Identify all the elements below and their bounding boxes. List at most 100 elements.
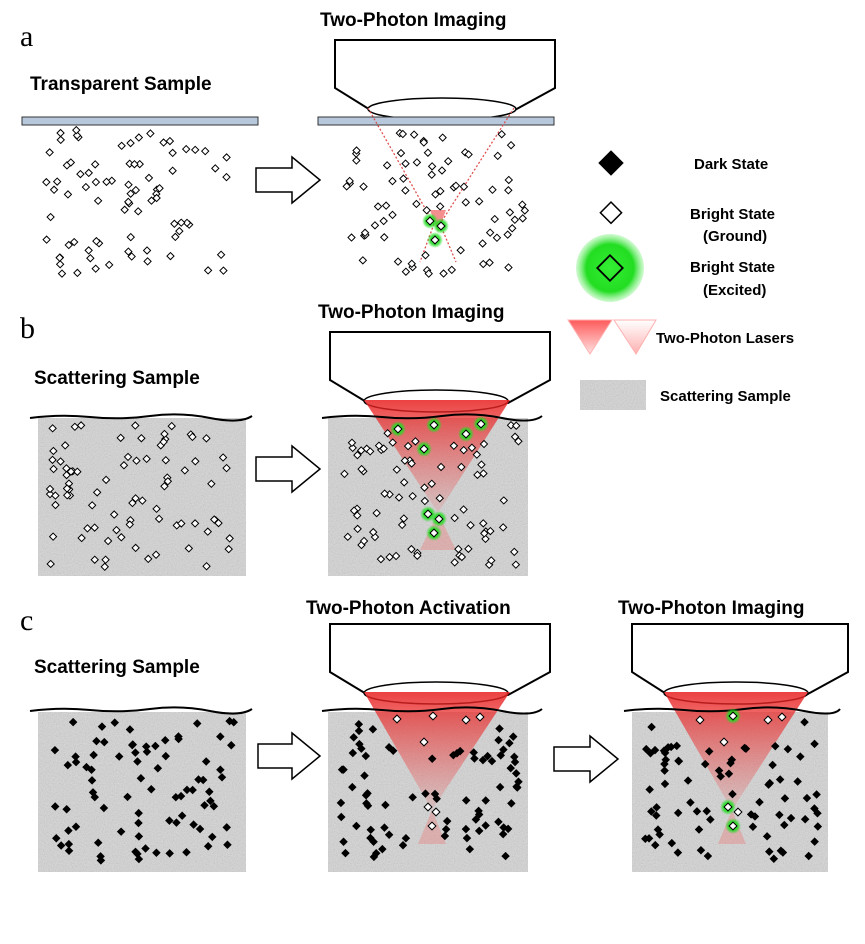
fluorophore-excited (476, 419, 486, 429)
fluorophore-dark (87, 776, 97, 785)
fluorophore-dark (201, 757, 211, 766)
fluorophore-dark (494, 735, 503, 745)
fluorophore-bright (419, 737, 429, 747)
fluorophore-bright (76, 421, 86, 430)
fluorophore-dark (165, 849, 174, 858)
fluorophore-dark (793, 777, 802, 786)
fluorophore-dark (192, 719, 202, 728)
fluorophore-dark (461, 824, 471, 834)
fluorophore-dark (360, 771, 369, 780)
fluorophore-dark (354, 726, 364, 736)
fluorophore-bright (66, 158, 76, 167)
legend-dark-state-icon (598, 150, 624, 176)
panel-c-sample-label: Scattering Sample (34, 657, 200, 678)
fluorophore-bright (155, 184, 164, 193)
fluorophore-excited (461, 429, 471, 439)
fluorophore-bright (130, 159, 139, 169)
fluorophore-bright (490, 214, 499, 224)
fluorophore-bright (56, 457, 65, 466)
fluorophore-dark (804, 851, 813, 861)
fluorophore-bright (126, 232, 136, 242)
fluorophore-bright (42, 235, 51, 244)
fluorophore-bright (48, 532, 58, 541)
fluorophore-bright (478, 259, 488, 269)
fluorophore-dark (507, 799, 516, 808)
fluorophore-dark (494, 817, 503, 827)
fluorophore-bright (225, 534, 234, 543)
fluorophore-bright (48, 424, 57, 433)
fluorophore-bright (403, 441, 413, 451)
fluorophore-bright (383, 428, 392, 438)
fluorophore-dark (200, 801, 209, 810)
fluorophore-bright (472, 450, 482, 459)
fluorophore-bright (503, 230, 512, 239)
fluorophore-bright (451, 181, 461, 190)
fluorophore-bright (398, 129, 408, 139)
fluorophore-excited (419, 444, 429, 454)
fluorophore-bright (159, 437, 168, 447)
fluorophore-dark (498, 829, 508, 839)
fluorophore-dark (652, 811, 661, 820)
fluorophore-bright (719, 737, 729, 747)
fluorophore-dark (227, 740, 236, 750)
fluorophore-bright (514, 437, 523, 446)
fluorophore-dark (702, 806, 711, 816)
fluorophore-bright (77, 533, 86, 543)
fluorophore-bright (126, 138, 135, 148)
fluorophore-dark (384, 830, 394, 839)
fluorophore-dark (222, 823, 231, 832)
fluorophore-dark (161, 751, 171, 761)
fluorophore-bright (73, 467, 82, 476)
fluorophore-bright (202, 434, 211, 443)
fluorophore-bright (401, 267, 411, 276)
sample-surface-c-right (623, 706, 841, 715)
fluorophore-dark (430, 789, 440, 799)
fluorophore-bright (399, 174, 408, 183)
panel-letter-a: a (20, 20, 33, 53)
fluorophore-bright (427, 170, 436, 180)
fluorophore-bright (438, 133, 447, 142)
fluorophore-dark (177, 811, 187, 820)
fluorophore-dark (667, 838, 677, 848)
fluorophore-bright (170, 219, 179, 229)
fluorophore-dark (401, 833, 411, 843)
fluorophore-dark (88, 788, 98, 797)
fluorophore-dark (141, 844, 150, 853)
fluorophore-bright (498, 523, 508, 532)
fluorophore-bright (62, 491, 72, 500)
fluorophore-dark (349, 733, 358, 742)
fluorophore-dark (646, 749, 655, 758)
fluorophore-bright (222, 153, 231, 162)
fluorophore-dark (165, 816, 174, 825)
fluorophore-bright (190, 145, 200, 155)
fluorophore-dark (125, 725, 135, 734)
legend-laser-pale-icon (613, 319, 657, 355)
fluorophore-bright (66, 467, 76, 476)
fluorophore-dark (62, 805, 71, 814)
fluorophore-dark (354, 719, 364, 729)
fluorophore-bright (360, 228, 370, 238)
fluorophore-bright (52, 177, 62, 186)
fluorophore-bright (424, 269, 433, 278)
fluorophore-bright (83, 524, 92, 533)
fluorophore-dark (510, 752, 519, 762)
legend-bright-excited-label-2: (Excited) (703, 282, 766, 299)
fluorophore-bright (407, 544, 416, 554)
fluorophore-dark (775, 775, 785, 784)
fluorophore-bright (163, 477, 173, 486)
fluorophore-dark (481, 796, 490, 805)
fluorophore-dark (348, 748, 358, 758)
fluorophore-bright (399, 514, 409, 523)
fluorophore-dark (82, 762, 91, 772)
fluorophore-bright (365, 447, 375, 456)
fluorophore-bright (142, 454, 151, 464)
fluorophore-bright (101, 555, 110, 564)
legend-bright-ground-icon (599, 201, 623, 225)
fluorophore-dark (800, 815, 810, 824)
fluorophore-bright (368, 527, 378, 537)
fluorophore-dark (714, 766, 724, 775)
fluorophore-bright (466, 520, 475, 530)
fluorophore-dark (775, 810, 784, 820)
fluorophore-excited (393, 424, 403, 434)
fluorophore-dark (152, 848, 161, 858)
